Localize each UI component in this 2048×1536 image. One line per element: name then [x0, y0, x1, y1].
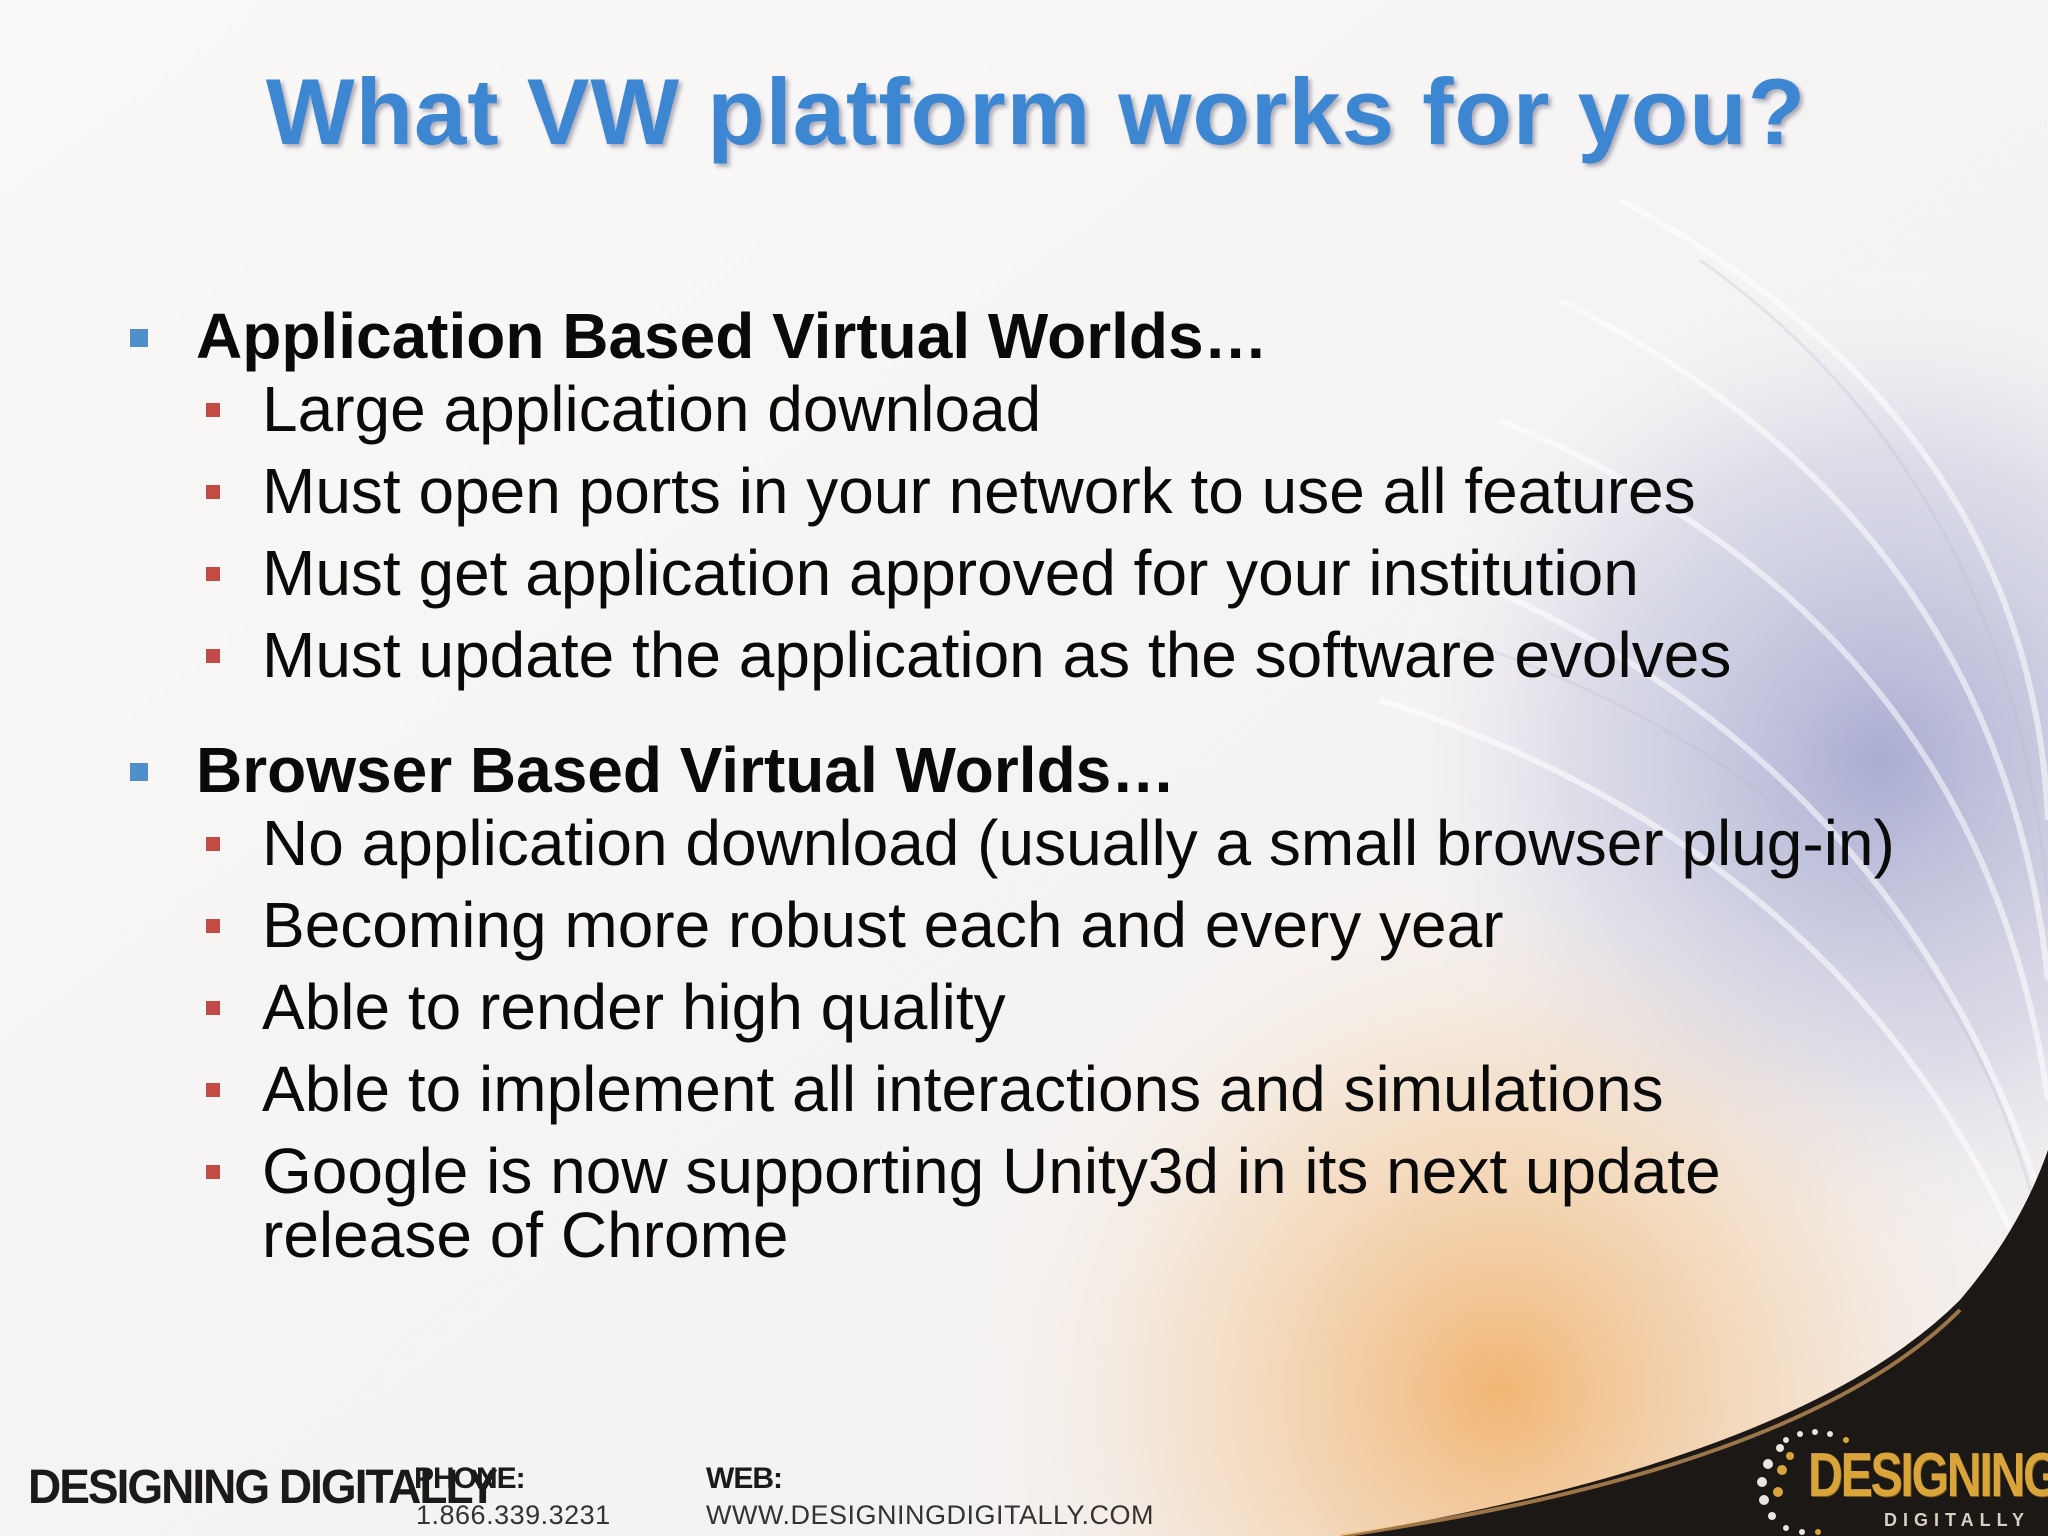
footer-phone-label: PHONE: [414, 1462, 526, 1495]
list-item: Able to render high quality [206, 975, 1882, 1039]
footer-brand: DESIGNING DIGITALLY [28, 1459, 498, 1514]
list-item: Must get application approved for your i… [206, 541, 1882, 605]
slide-title: What VW platform works for you? [265, 59, 1807, 164]
square-bullet-icon [206, 403, 220, 417]
company-logo-subtext: DIGITALLY [1884, 1510, 2031, 1530]
list-item: No application download (usually a small… [206, 811, 1902, 875]
square-bullet-icon [206, 485, 220, 499]
slide-content: Application Based Virtual Worlds… Large … [120, 295, 1920, 1267]
section-heading-browser: Browser Based Virtual Worlds… [120, 729, 1920, 811]
list-item: Google is now supporting Unity3d in its … [206, 1139, 1882, 1267]
list-item: Must update the application as the softw… [206, 623, 1882, 687]
square-bullet-icon [206, 919, 220, 933]
list-item: Able to implement all interactions and s… [206, 1057, 1882, 1121]
logo-dots [1757, 1429, 1833, 1535]
footer-web-label: WEB: [706, 1462, 783, 1495]
square-bullet-icon [206, 1083, 220, 1097]
square-bullet-icon [206, 649, 220, 663]
section-heading-application: Application Based Virtual Worlds… [120, 295, 1920, 377]
footer-phone-value: 1.866.339.3231 [416, 1500, 611, 1530]
square-bullet-icon [206, 1001, 220, 1015]
section-heading-text: Browser Based Virtual Worlds… [196, 734, 1176, 806]
square-bullet-icon [130, 763, 148, 781]
list-item: Must open ports in your network to use a… [206, 459, 1882, 523]
list-item: Large application download [206, 377, 1882, 441]
list-item: Becoming more robust each and every year [206, 893, 1882, 957]
square-bullet-icon [206, 1165, 220, 1179]
section-heading-text: Application Based Virtual Worlds… [196, 300, 1268, 372]
square-bullet-icon [206, 567, 220, 581]
company-logo: DESIGNING [1808, 1441, 2048, 1510]
footer-web-value: WWW.DESIGNINGDIGITALLY.COM [706, 1500, 1155, 1530]
square-bullet-icon [206, 837, 220, 851]
square-bullet-icon [130, 329, 148, 347]
